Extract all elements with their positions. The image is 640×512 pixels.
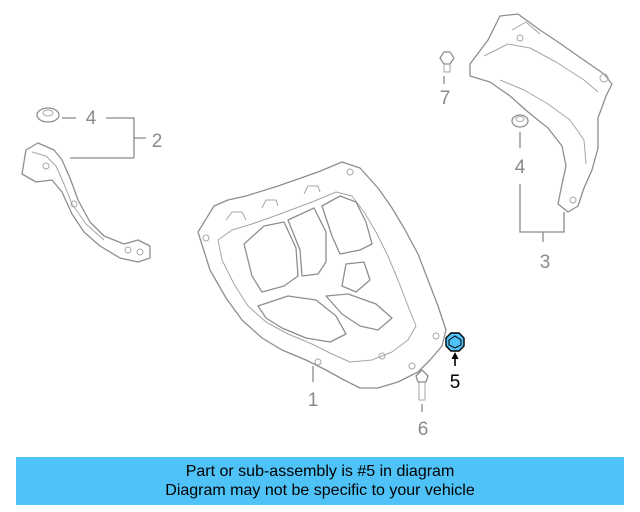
part-shield-3 [469,13,613,213]
part-nut-5 [445,332,465,352]
callout-6: 6 [418,419,429,440]
part-grommet-4-right [511,114,529,128]
callouts: 1 2 3 4 4 5 6 7 [86,88,551,440]
callout-3: 3 [540,252,551,273]
callout-1: 1 [308,390,319,411]
leader-lines [62,76,565,412]
info-banner: Part or sub-assembly is #5 in diagram Di… [16,457,624,505]
banner-line-part: Part or sub-assembly is #5 in diagram [185,463,455,480]
part-bracket-2 [21,142,151,263]
callout-4-right: 4 [515,157,526,178]
part-grommet-4-left [36,107,60,123]
banner-line-disclaimer: Diagram may not be specific to your vehi… [165,482,475,499]
callout-2: 2 [152,131,163,152]
callout-4-left: 4 [86,108,97,129]
callout-5: 5 [450,372,461,393]
part-bolt-6 [415,369,429,401]
part-clip-7 [439,51,455,73]
part-undercover-1 [197,161,447,389]
callout-7: 7 [440,88,451,109]
